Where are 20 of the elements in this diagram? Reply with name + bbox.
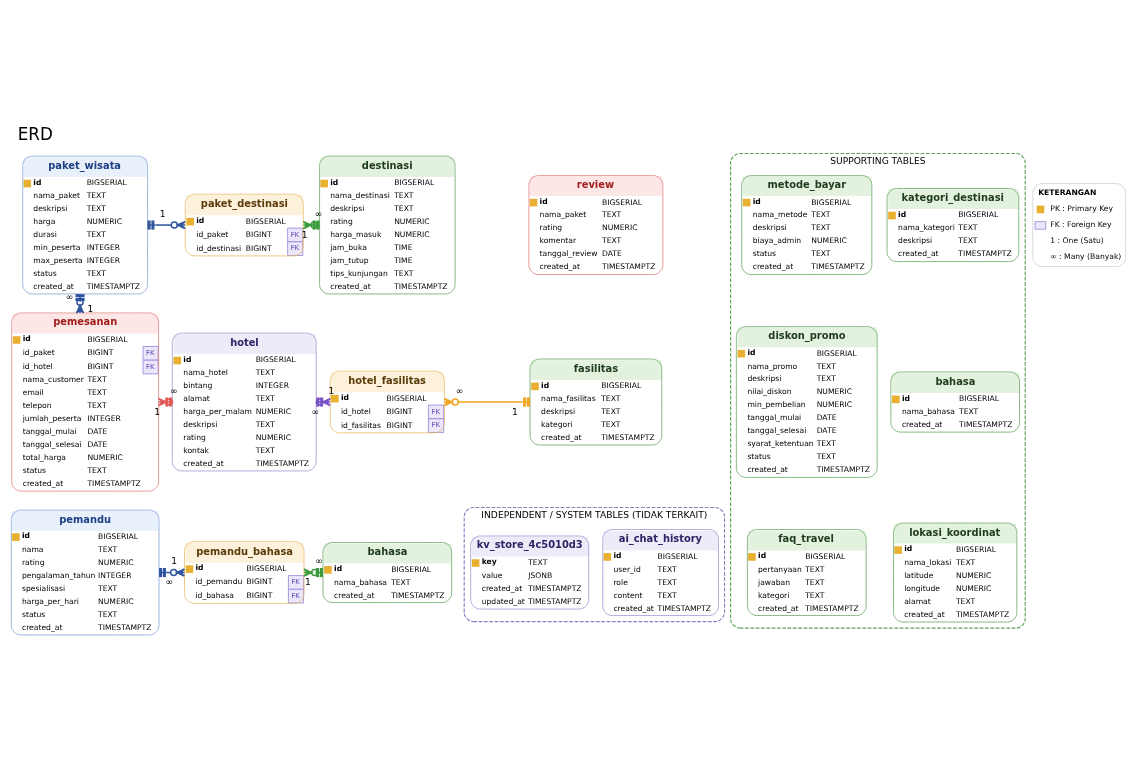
legend-label: 1 : One (Satu)	[1050, 236, 1104, 246]
label: 1	[301, 229, 308, 240]
legend-label: PK : Primary Key	[1050, 204, 1113, 214]
label: 1	[154, 406, 161, 417]
legend-label: ∞ : Many (Banyak)	[1050, 252, 1122, 262]
diagram-title: ERD	[17, 123, 53, 144]
label: KETERANGAN	[1038, 187, 1097, 197]
label: ∞	[455, 385, 464, 396]
label: 1	[512, 406, 518, 417]
legend-label: FK : Foreign Key	[1050, 220, 1112, 230]
label: ∞	[315, 556, 323, 567]
label: ∞	[169, 385, 178, 396]
label: 1	[87, 303, 94, 314]
label: ∞	[65, 292, 74, 303]
label: 1	[171, 556, 177, 567]
label: 1	[328, 385, 335, 396]
label: 1	[305, 577, 311, 588]
label: ∞	[165, 577, 174, 588]
label: 1	[159, 208, 166, 219]
label: ∞	[311, 406, 320, 417]
